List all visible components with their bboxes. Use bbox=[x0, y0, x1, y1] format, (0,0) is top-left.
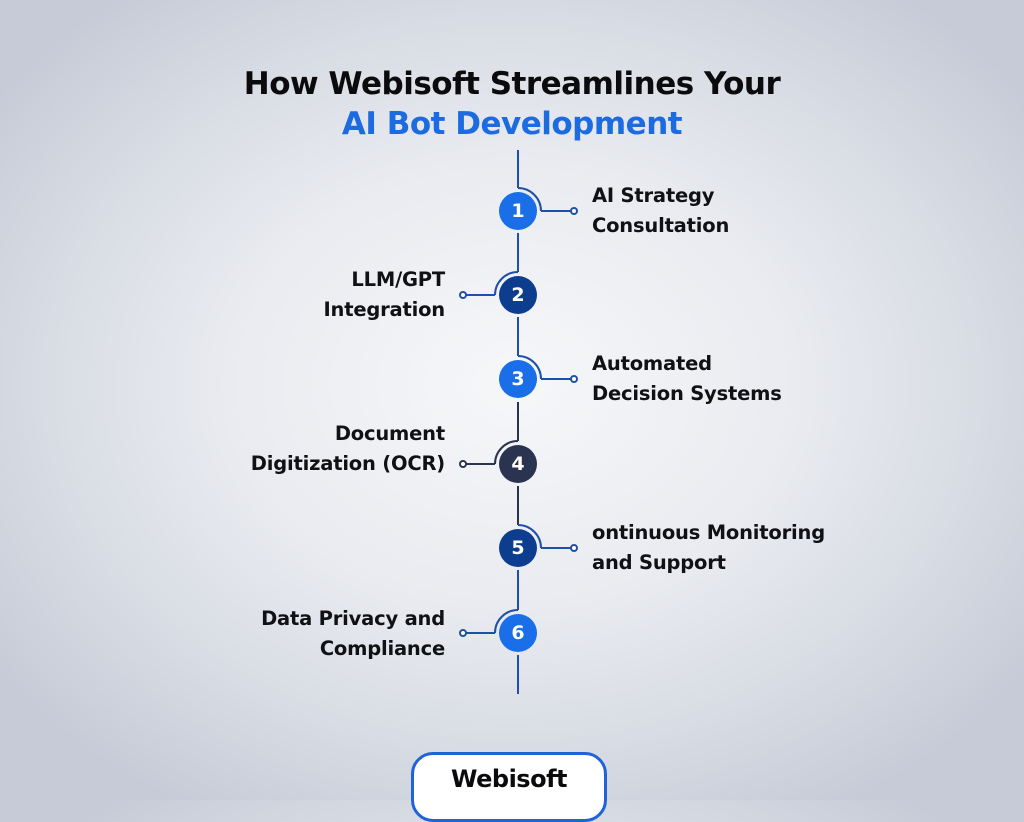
step-2-label: LLM/GPT Integration bbox=[323, 265, 445, 325]
step-1-label-line1: AI Strategy bbox=[592, 184, 715, 207]
step-2-badge: 2 bbox=[499, 276, 537, 314]
step-1-badge: 1 bbox=[499, 192, 537, 230]
step-3-badge: 3 bbox=[499, 360, 537, 398]
step-1-label: AI Strategy Consultation bbox=[592, 181, 729, 241]
step-6-label-line1: Data Privacy and bbox=[261, 607, 445, 630]
step-4-badge: 4 bbox=[499, 445, 537, 483]
step-5-label-line2: and Support bbox=[592, 551, 726, 574]
step-4-label-line2: Digitization (OCR) bbox=[250, 452, 445, 475]
step-4-label-line1: Document bbox=[334, 422, 445, 445]
step-2-label-line2: Integration bbox=[323, 298, 445, 321]
step-3-label-line1: Automated bbox=[592, 352, 712, 375]
timeline-connector bbox=[459, 150, 578, 694]
step-1-label-line2: Consultation bbox=[592, 214, 730, 237]
step-5-badge: 5 bbox=[499, 529, 537, 567]
brand-logo-box: Webisoft bbox=[411, 752, 607, 822]
step-6-label: Data Privacy and Compliance bbox=[261, 604, 445, 664]
step-3-label-line2: Decision Systems bbox=[592, 382, 782, 405]
step-2-label-line1: LLM/GPT bbox=[351, 268, 445, 291]
step-6-badge: 6 bbox=[499, 614, 537, 652]
step-5-label-line1: ontinuous Monitoring bbox=[592, 521, 825, 544]
page-subtitle: AI Bot Development bbox=[341, 106, 683, 142]
step-5-label: ontinuous Monitoring and Support bbox=[592, 518, 825, 578]
page-title: How Webisoft Streamlines Your bbox=[243, 66, 781, 102]
step-3-label: Automated Decision Systems bbox=[592, 349, 782, 409]
brand-logo-text: Webisoft bbox=[451, 765, 568, 793]
step-4-label: Document Digitization (OCR) bbox=[251, 419, 445, 479]
step-6-label-line2: Compliance bbox=[319, 637, 445, 660]
